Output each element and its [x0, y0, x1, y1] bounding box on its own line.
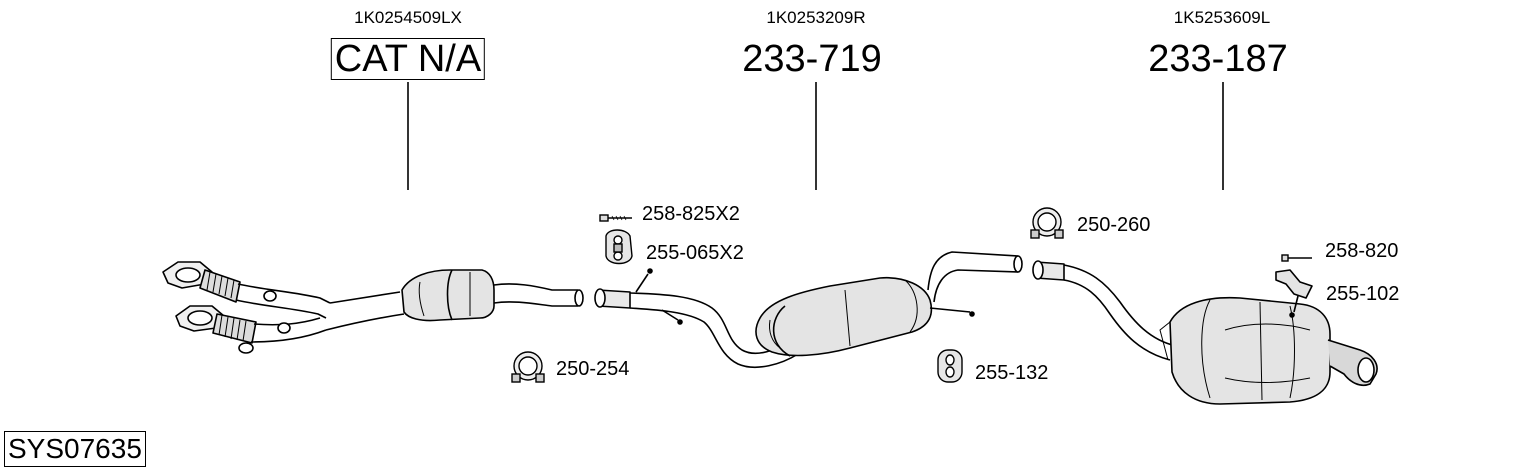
- accessory-label[interactable]: 255-132: [975, 362, 1049, 384]
- accessory-label[interactable]: 255-102: [1326, 283, 1400, 305]
- accessory-label[interactable]: 255-065X2: [646, 242, 744, 264]
- clamp-icon: [511, 351, 545, 383]
- accessory-label[interactable]: 250-254: [556, 358, 630, 380]
- part-number[interactable]: 233-719: [742, 38, 882, 80]
- middle-pipe-muffler: [594, 251, 1023, 368]
- accessory-label[interactable]: 258-825X2: [642, 203, 740, 225]
- system-code: SYS07635: [4, 431, 146, 467]
- accessory-label[interactable]: 250-260: [1077, 214, 1151, 236]
- bolt-icon: [1281, 254, 1312, 262]
- oem-number: 1K0253209R: [766, 8, 866, 27]
- rubber-hanger-icon: [937, 349, 963, 383]
- rubber-mount-icon: [605, 229, 633, 265]
- rear-silencer: [1032, 260, 1378, 405]
- clamp-icon: [1030, 207, 1064, 239]
- accessory-label[interactable]: 258-820: [1325, 240, 1399, 262]
- part-number[interactable]: CAT N/A: [330, 38, 486, 80]
- oem-number: 1K0254509LX: [354, 8, 462, 27]
- bolt-icon: [599, 214, 632, 222]
- oem-number: 1K5253609L: [1173, 8, 1271, 27]
- part-number[interactable]: 233-187: [1148, 38, 1288, 80]
- front-pipe-catalyst: [162, 261, 584, 354]
